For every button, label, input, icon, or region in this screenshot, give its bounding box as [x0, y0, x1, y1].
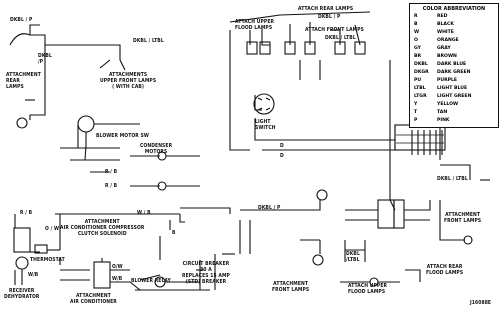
legend-name: WHITE [437, 30, 454, 35]
legend-row: T TAN [410, 110, 498, 116]
label-attach-rear-lamps-top: ATTACH REAR LAMPS [298, 6, 354, 12]
label-attach-upper-flood: ATTACH UPPER FLOOD LAMPS [235, 19, 275, 31]
legend-code: O [414, 38, 418, 43]
legend-code: DKBL [414, 62, 428, 67]
color-abbreviation-legend: COLOR ABBREVIATION R RED B BLACK W WHITE… [409, 3, 499, 128]
legend-code: R [414, 14, 418, 19]
figure-number: J16088E [470, 300, 492, 306]
legend-name: BROWN [437, 54, 457, 59]
label-attachment-front-lamps-right: ATTACHMENT FRONT LAMPS [444, 212, 482, 224]
label-receiver-dehydrator: RECEIVER DEHYDRATOR [4, 288, 40, 300]
legend-name: GRAY [437, 46, 451, 51]
label-attach-rear-lamps-left: ATTACHMENT REAR LAMPS [6, 72, 41, 90]
label-o-w-2: O/W [112, 264, 123, 270]
label-b-mark: B [172, 230, 176, 236]
label-attach-front-lamps-top: ATTACH FRONT LAMPS [305, 27, 364, 33]
legend-name: DARK BLUE [437, 62, 467, 67]
label-circuit-breaker: CIRCUIT BREAKER 30 A REPLACES 15 AMP (ST… [182, 261, 230, 285]
label-attach-rear-flood: ATTACH REAR FLOOD LAMPS [426, 264, 464, 276]
label-dkbl-ltbl-right: DKBL / LTBL [437, 176, 468, 182]
label-dkbl-p-vert: DKBL /P [38, 53, 52, 65]
legend-name: PINK [437, 118, 450, 123]
legend-code: BR [414, 54, 422, 59]
label-thermostat: THERMOSTAT [30, 257, 65, 263]
label-attach-air-conditioner: ATTACHMENT AIR CONDITIONER [70, 293, 117, 305]
label-dkbl-ltbl-low: DKBL /LTBL [346, 251, 360, 263]
legend-row: PU PURPLE [410, 78, 498, 84]
label-o-w: O / W [45, 226, 60, 232]
label-blower-motor: BLOWER MOTOR SW [96, 133, 149, 139]
legend-name: LIGHT GREEN [437, 94, 472, 99]
label-w-b-1: W / B [137, 210, 151, 216]
label-attach-upper-flood-bottom: ATTACH UPPER FLOOD LAMPS [348, 283, 388, 295]
legend-name: LIGHT BLUE [437, 86, 468, 91]
label-attachment-front-lamps-bottom: ATTACHMENT FRONT LAMPS [272, 281, 310, 293]
legend-code: PU [414, 78, 422, 83]
label-blower-relay: BLOWER RELAY [131, 278, 171, 284]
label-d-2: D [280, 153, 284, 159]
legend-name: TAN [437, 110, 448, 115]
legend-row: DKBL DARK BLUE [410, 62, 498, 68]
label-r-b-3: R / B [20, 210, 33, 216]
legend-name: BLACK [437, 22, 454, 27]
legend-row: O ORANGE [410, 38, 498, 44]
label-dkbl-ltbl-2: DKBL / LTBL [325, 35, 356, 41]
legend-code: Y [414, 102, 418, 107]
legend-name: PURPLE [437, 78, 458, 83]
label-w-b-3: W/B [112, 276, 123, 282]
legend-code: P [414, 118, 418, 123]
label-attach-upper-front-cab: ATTACHMENTS UPPER FRONT LAMPS ( WITH CAB… [100, 72, 157, 90]
legend-code: W [414, 30, 420, 35]
label-light-switch: LIGHT SWITCH [255, 119, 276, 131]
legend-name: YELLOW [437, 102, 459, 107]
label-dkbl-p-2: DKBL / P [318, 14, 341, 20]
legend-row: LTBL LIGHT BLUE [410, 86, 498, 92]
legend-row: DKGR DARK GREEN [410, 70, 498, 76]
legend-row: GY GRAY [410, 46, 498, 52]
legend-code: GY [414, 46, 421, 51]
legend-row: BR BROWN [410, 54, 498, 60]
label-d-1: D [280, 143, 284, 149]
legend-name: RED [437, 14, 448, 19]
label-r-b-2: R / B [105, 183, 118, 189]
label-condenser-motors: CONDENSER MOTORS [140, 143, 173, 155]
legend-code: B [414, 22, 418, 27]
legend-row: LTGR LIGHT GREEN [410, 94, 498, 100]
legend-name: ORANGE [437, 38, 459, 43]
legend-code: LTBL [414, 86, 426, 91]
label-dkbl-ltbl-top: DKBL / LTBL [133, 38, 164, 44]
legend-row: P PINK [410, 118, 498, 124]
label-dkbl-p-mid: DKBL / P [258, 205, 281, 211]
legend-row: R RED [410, 14, 498, 20]
legend-row: Y YELLOW [410, 102, 498, 108]
label-w-b-2: W/B [28, 272, 39, 278]
label-r-b-1: R / B [105, 169, 118, 175]
legend-row: B BLACK [410, 22, 498, 28]
legend-code: DKGR [414, 70, 429, 75]
legend-code: LTGR [414, 94, 427, 99]
legend-name: DARK GREEN [437, 70, 471, 75]
legend-title: COLOR ABBREVIATION [422, 6, 486, 12]
label-dkbl-p-top: DKBL / P [10, 17, 33, 23]
label-attach-compressor: ATTACHMENT AIR CONDITIONER COMPRESSOR CL… [60, 219, 145, 237]
legend-code: T [414, 110, 418, 115]
legend-row: W WHITE [410, 30, 498, 36]
